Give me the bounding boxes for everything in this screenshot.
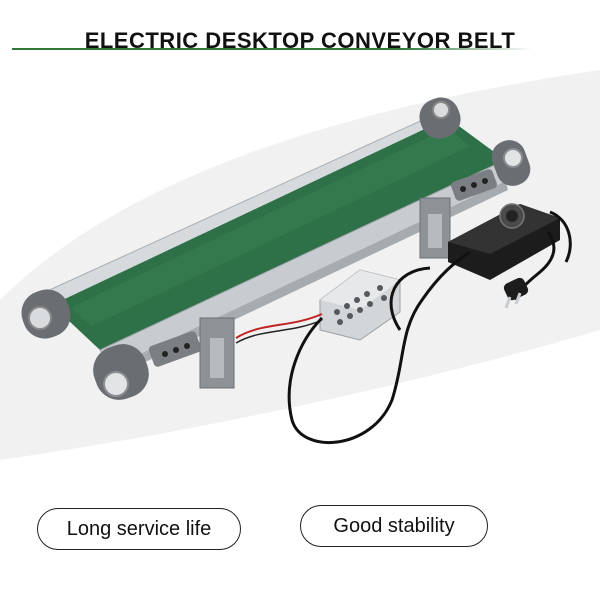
right-end-cap: [419, 97, 531, 186]
controller-cable: [287, 250, 471, 444]
eu-plug: [503, 277, 529, 309]
feature-badge-good-stability: Good stability: [300, 505, 488, 547]
title-underline: [12, 48, 532, 50]
feature-badge-long-service-life: Long service life: [37, 508, 241, 550]
left-end-cap: [21, 289, 149, 400]
speed-controller: [448, 203, 560, 280]
right-bolt-plate: [451, 169, 497, 201]
feature-label: Good stability: [333, 514, 455, 537]
left-bolt-plate: [148, 331, 202, 367]
motor-wire-red: [235, 313, 323, 339]
belt-sheen: [70, 128, 470, 326]
page-title: ELECTRIC DESKTOP CONVEYOR BELT: [84, 28, 516, 53]
motor-block: [319, 269, 401, 341]
feature-label: Long service life: [66, 517, 212, 540]
